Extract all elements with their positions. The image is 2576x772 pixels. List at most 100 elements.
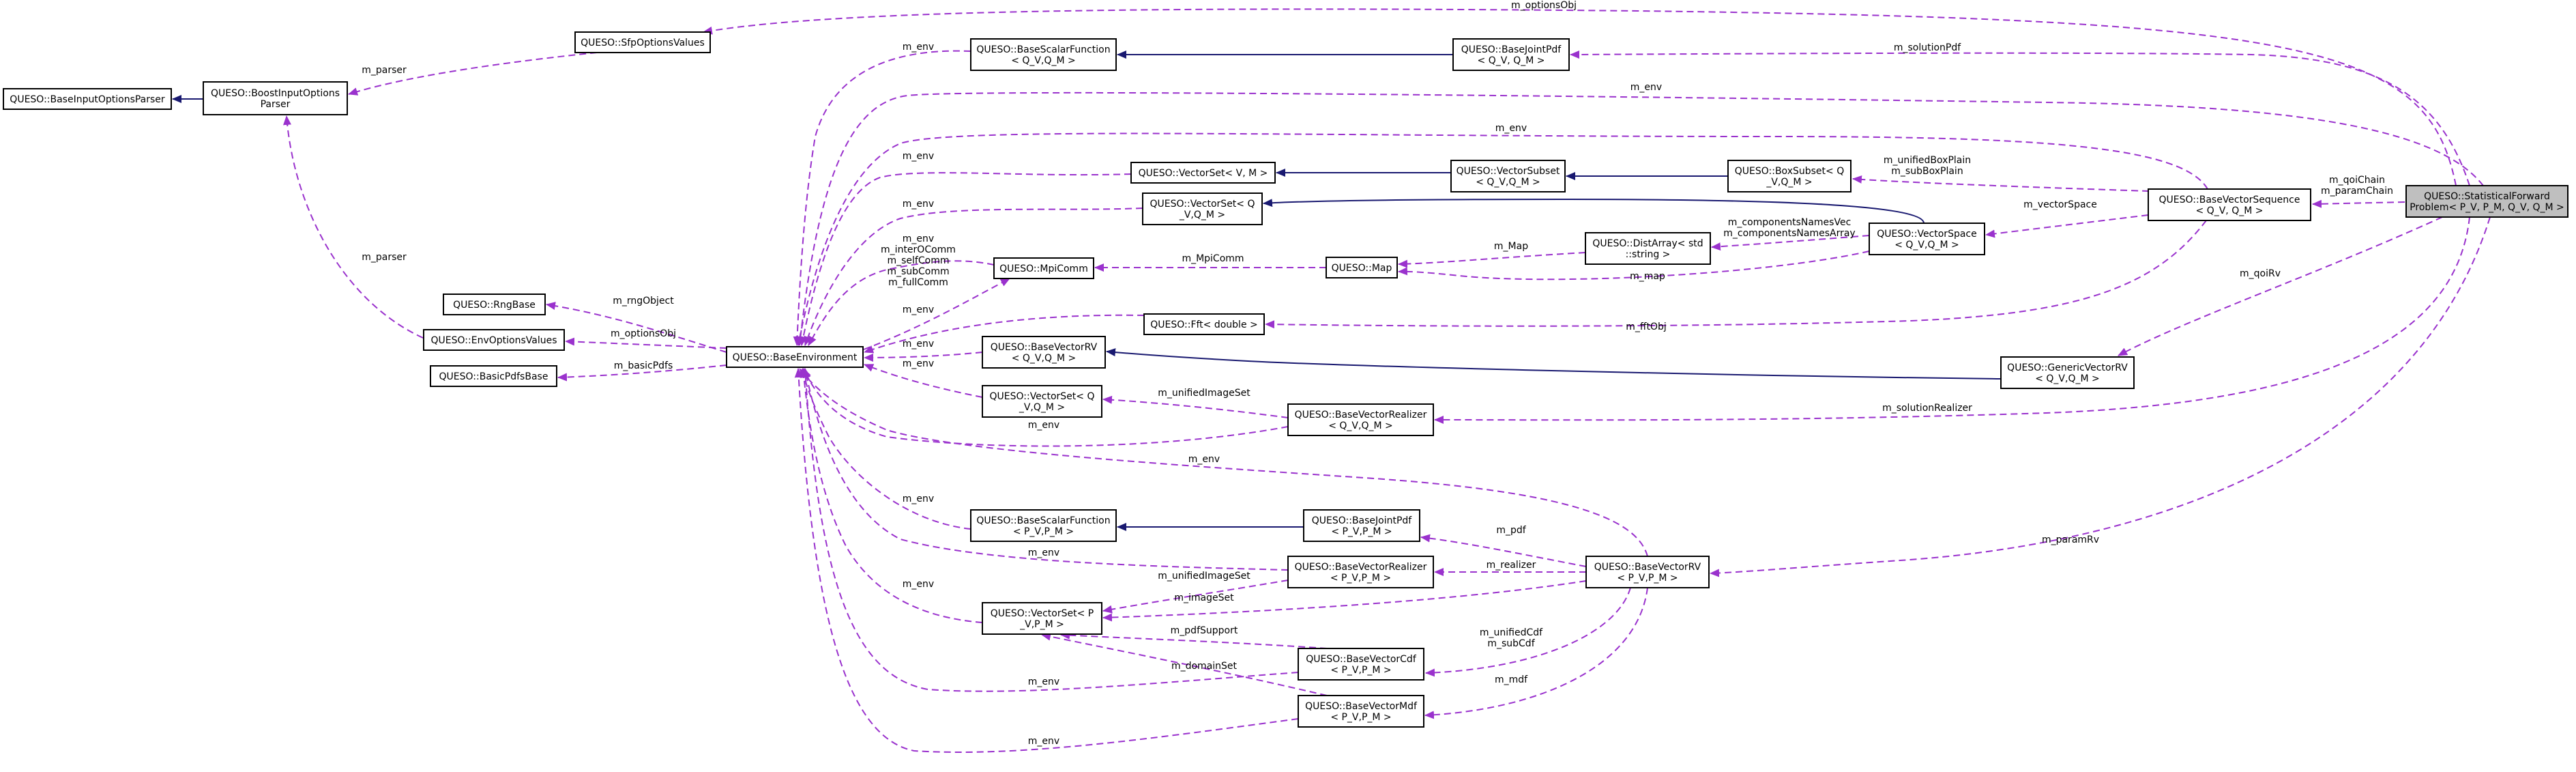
class-name-line: QUESO::Map (1332, 263, 1392, 274)
class-node-bjpdf-p[interactable]: QUESO::BaseJointPdf< P_V,P_M > (1303, 509, 1420, 542)
class-node-box (1452, 38, 1570, 71)
class-node-bsf-p[interactable]: QUESO::BaseScalarFunction< P_V,P_M > (970, 509, 1117, 542)
usage-edge-0 (703, 8, 2457, 186)
class-name-line: QUESO::BaseVectorRealizer (1295, 562, 1427, 573)
class-node-bvrv-p[interactable]: QUESO::BaseVectorRV< P_V,P_M > (1585, 556, 1710, 588)
class-node-box (1298, 695, 1424, 728)
class-node-bvrv-q[interactable]: QUESO::BaseVectorRV< Q_V,Q_M > (982, 336, 1106, 369)
inheritance-edge-20 (1106, 348, 2002, 380)
class-node-box (982, 336, 1106, 369)
class-node-biop[interactable]: QUESO::BaseInputOptionsParser (3, 88, 172, 110)
edge-label-comms: m_subComm (887, 266, 949, 277)
usage-edge-34 (864, 364, 983, 398)
class-node-bvreal-p[interactable]: QUESO::BaseVectorRealizer< P_V,P_M > (1287, 556, 1434, 588)
edge-label-MpiComm: m_MpiComm (1182, 253, 1244, 264)
usage-edge-32 (864, 314, 1145, 354)
usage-edge-28 (799, 172, 1132, 346)
class-node-box (982, 602, 1102, 635)
edge-label-qoiChain: m_qoiChain (2329, 175, 2385, 186)
class-name-line: QUESO::BasicPdfsBase (439, 371, 548, 382)
edge-label-env-bvrealq: m_env (1028, 420, 1059, 431)
class-node-fft[interactable]: QUESO::Fft< double > (1143, 313, 1265, 335)
class-node-gvrv[interactable]: QUESO::GenericVectorRV< Q_V,Q_M > (2000, 356, 2135, 389)
class-node-box (2148, 188, 2311, 221)
edge-label-domainSet: m_domainSet (1171, 661, 1238, 672)
class-node-benv[interactable]: QUESO::BaseEnvironment (726, 346, 864, 368)
class-name-line: QUESO::BoxSubset< Q (1735, 166, 1844, 177)
class-node-box (1287, 403, 1434, 436)
class-name-line: QUESO::MpiComm (999, 263, 1088, 274)
edge-label-env-bsfq: m_env (903, 42, 934, 53)
class-node-bpdfs[interactable]: QUESO::BasicPdfsBase (430, 365, 557, 387)
class-name-line: < Q_V,Q_M > (2035, 373, 2100, 384)
class-name-line: QUESO::StatisticalForward (2424, 191, 2550, 202)
class-node-vset-q2[interactable]: QUESO::VectorSet< Q_V,Q_M > (982, 385, 1102, 418)
class-node-vspace[interactable]: QUESO::VectorSpace< Q_V,Q_M > (1869, 223, 1985, 255)
class-name-line: Parser (261, 99, 291, 110)
edge-label-cdf: m_unifiedCdf (1480, 627, 1543, 638)
edge-label-Map: m_Map (1494, 241, 1528, 252)
class-name-line: _V,Q_M > (1019, 402, 1065, 413)
class-node-mpicomm[interactable]: QUESO::MpiComm (993, 257, 1094, 279)
edge-label-qoiChain: m_paramChain (2321, 186, 2393, 197)
class-node-distarr[interactable]: QUESO::DistArray< std::string > (1585, 232, 1711, 265)
edge-label-optionsObj: m_optionsObj (1511, 0, 1577, 11)
usage-edge-41 (801, 368, 1299, 692)
edge-label-env-cdf: m_env (1028, 676, 1059, 687)
usage-edge-39 (802, 368, 1289, 571)
class-node-boxsub[interactable]: QUESO::BoxSubset< Q_V,Q_M > (1727, 160, 1852, 192)
edge-label-optionsObj2: m_optionsObj (611, 328, 676, 339)
edge-label-parser2: m_parser (362, 252, 407, 263)
edge-label-pdfSupport: m_pdfSupport (1171, 625, 1238, 636)
edge-label-comms: m_fullComm (888, 277, 948, 288)
class-node-bvmdf[interactable]: QUESO::BaseVectorMdf< P_V,P_M > (1298, 695, 1424, 728)
class-name-line: ::string > (1626, 249, 1671, 260)
class-name-line: QUESO::VectorSpace (1877, 229, 1976, 240)
edge-label-env-vsetq2: m_env (903, 358, 934, 369)
class-node-vset-p[interactable]: QUESO::VectorSet< P_V,P_M > (982, 602, 1102, 635)
usage-edge-47 (1060, 631, 1328, 649)
class-node-vsub[interactable]: QUESO::VectorSubset< Q_V,Q_M > (1450, 160, 1566, 192)
class-node-box (970, 509, 1117, 542)
class-node-bsf-q[interactable]: QUESO::BaseScalarFunction< Q_V,Q_M > (970, 38, 1117, 71)
edge-label-env-bvrvp: m_env (1188, 454, 1220, 465)
class-node-box (574, 31, 711, 53)
usage-edge-30 (808, 260, 995, 346)
class-node-vset-vm[interactable]: QUESO::VectorSet< V, M > (1130, 162, 1276, 184)
edge-label-paramRv: m_paramRv (2042, 534, 2099, 545)
class-name-line: QUESO::VectorSet< Q (989, 391, 1094, 402)
edge-label-cdf: m_subCdf (1487, 638, 1535, 649)
class-node-vset-q1[interactable]: QUESO::VectorSet< Q_V,Q_M > (1142, 192, 1263, 225)
class-node-bvs[interactable]: QUESO::BaseVectorSequence< Q_V, Q_M > (2148, 188, 2311, 221)
class-name-line: QUESO::BaseVectorCdf (1306, 654, 1417, 665)
edge-label-basicPdfs: m_basicPdfs (614, 360, 673, 371)
class-node-rngbase[interactable]: QUESO::RngBase (443, 294, 546, 315)
class-name-line: QUESO::RngBase (453, 300, 536, 311)
class-name-line: < Q_V,Q_M > (1894, 240, 1959, 251)
class-name-line: QUESO::DistArray< std (1592, 238, 1703, 249)
class-name-line: QUESO::BaseEnvironment (733, 352, 858, 363)
class-node-bvreal-q[interactable]: QUESO::BaseVectorRealizer< Q_V,Q_M > (1287, 403, 1434, 436)
usage-edge-45 (1102, 580, 1289, 614)
class-node-sfp[interactable]: QUESO::SfpOptionsValues (574, 31, 711, 53)
class-node-box (1142, 192, 1263, 225)
class-node-box (1326, 257, 1398, 278)
class-name-line: < P_V,P_M > (1331, 526, 1392, 537)
class-name-line: Problem< P_V, P_M, Q_V, Q_M > (2410, 202, 2564, 213)
class-node-bjpdf-q[interactable]: QUESO::BaseJointPdf< Q_V, Q_M > (1452, 38, 1570, 71)
class-node-box (1287, 556, 1434, 588)
class-node-envopt[interactable]: QUESO::EnvOptionsValues (423, 329, 565, 351)
usage-edge-4 (2312, 199, 2405, 208)
edge-label-map: m_map (1630, 271, 1665, 282)
class-name-line: < Q_V,Q_M > (1012, 353, 1077, 364)
edge-label-env-vsetp: m_env (903, 579, 934, 590)
class-node-bvcdf[interactable]: QUESO::BaseVectorCdf< P_V,P_M > (1298, 648, 1424, 681)
edge-label-env-bvrvq: m_env (903, 339, 934, 349)
class-node-box (726, 346, 864, 368)
edge-label-compNames: m_componentsNamesArray (1723, 228, 1855, 239)
class-node-box (1303, 509, 1420, 542)
class-node-map[interactable]: QUESO::Map (1326, 257, 1398, 278)
class-name-line: < Q_V, Q_M > (1478, 55, 1545, 66)
